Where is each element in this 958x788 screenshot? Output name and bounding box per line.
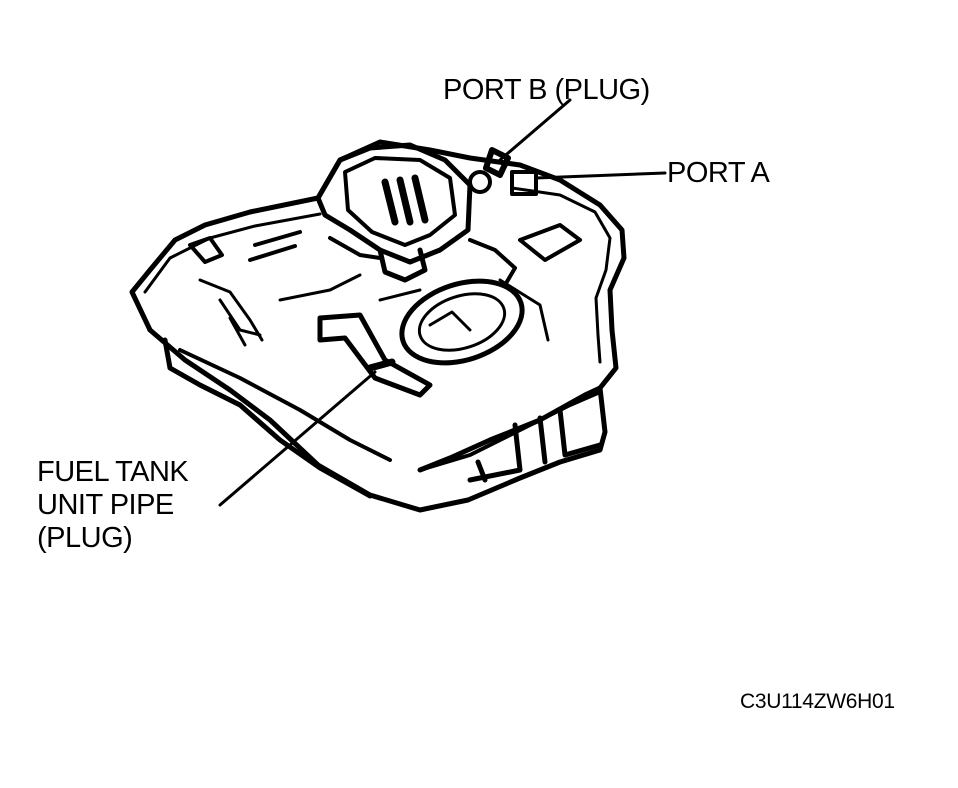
fuel-tank-unit-pipe-label: FUEL TANK UNIT PIPE (PLUG) [37, 456, 189, 555]
sender-housing [315, 142, 473, 265]
fuel-tank-unit-pipe-line-3: (PLUG) [37, 522, 133, 554]
port-b-label: PORT B (PLUG) [443, 74, 650, 106]
port-a-stub [510, 170, 538, 196]
figure-id: C3U114ZW6H01 [740, 690, 895, 713]
fuel-hose [328, 236, 517, 287]
filler-ring-inner [417, 292, 507, 352]
port-b-base [468, 170, 492, 194]
connector-block [377, 247, 428, 283]
unit-pipe-plug [366, 358, 396, 372]
leader-unit-pipe [218, 370, 377, 507]
leader-port-b [498, 98, 572, 162]
right-pocket [518, 223, 582, 262]
left-detail-lines [198, 273, 362, 347]
sender-slot-1 [381, 178, 399, 226]
tank-lower-block [467, 407, 603, 483]
unit-pipe [317, 312, 433, 398]
tank-side-ridge [178, 348, 602, 472]
fuel-tank-drawing [129, 98, 667, 513]
sender-slot-2 [396, 176, 414, 226]
filler-cap-detail [378, 278, 550, 342]
sender-housing-top [343, 156, 457, 247]
tank-inner-rim [143, 186, 612, 364]
fuel-tank-unit-pipe-line-2: UNIT PIPE [37, 489, 174, 521]
sender-slot-3 [411, 174, 429, 224]
leader-port-a [534, 171, 667, 180]
port-b-plug [483, 147, 511, 178]
port-a-label: PORT A [667, 157, 770, 189]
left-pocket [188, 230, 302, 264]
fuel-tank-unit-pipe-line-1: FUEL TANK [37, 456, 189, 488]
filler-ring-outer [399, 278, 525, 366]
